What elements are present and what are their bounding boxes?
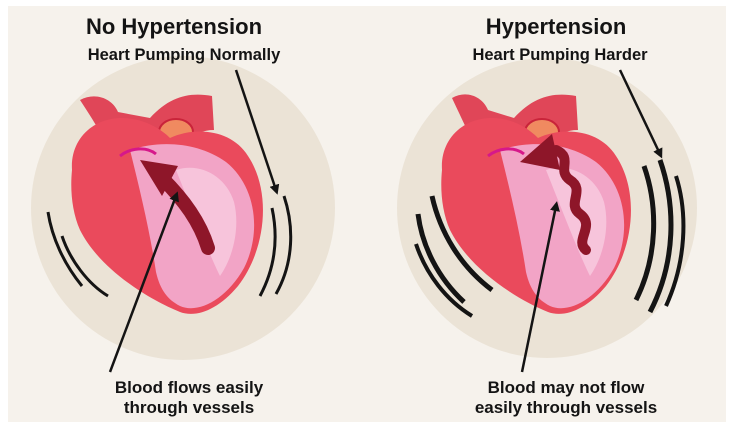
left-caption-line-1: Blood flows easily xyxy=(54,378,324,398)
left-title: No Hypertension xyxy=(44,14,304,40)
left-heart-group xyxy=(31,56,335,372)
right-title: Hypertension xyxy=(436,14,676,40)
right-caption-line-2: easily through vessels xyxy=(416,398,716,418)
left-subtitle: Heart Pumping Normally xyxy=(34,46,334,65)
right-caption-line-1: Blood may not flow xyxy=(416,378,716,398)
right-heart-group xyxy=(397,58,697,372)
left-caption-line-2: through vessels xyxy=(54,398,324,418)
right-subtitle: Heart Pumping Harder xyxy=(420,46,700,65)
